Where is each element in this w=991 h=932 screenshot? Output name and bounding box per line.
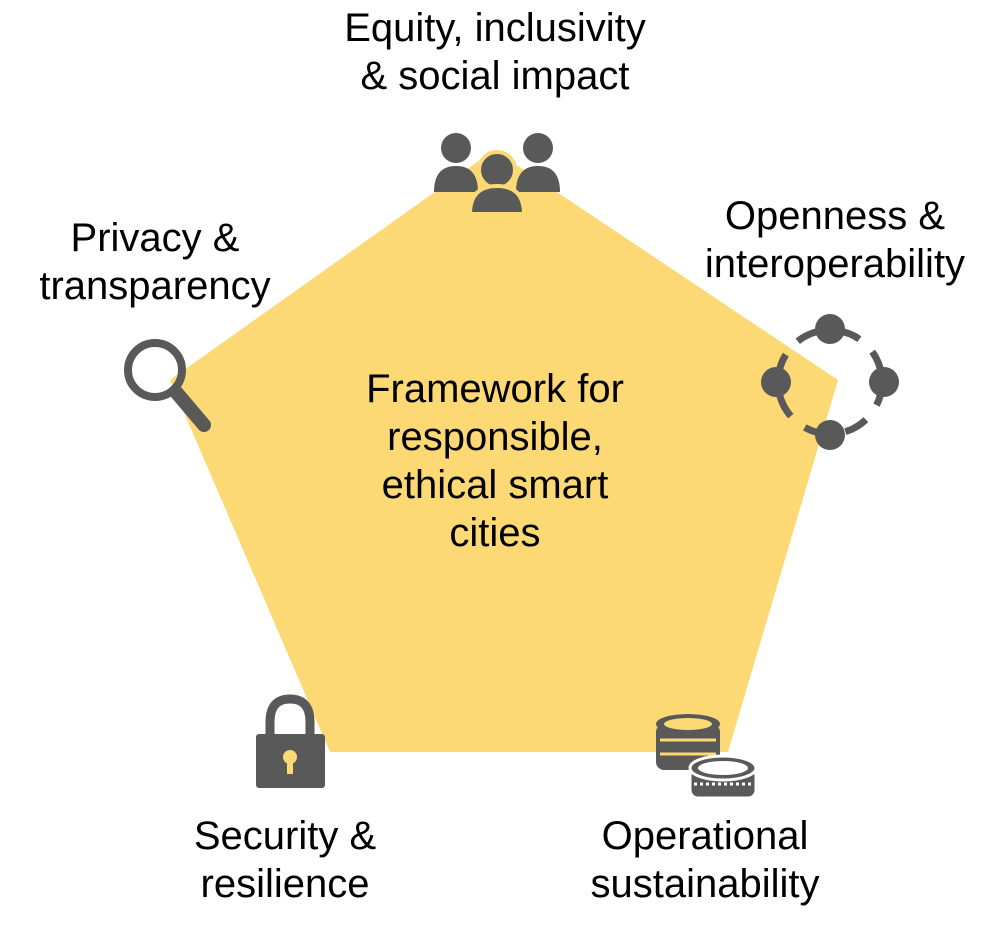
operational-label: Operational sustainability: [560, 812, 850, 908]
openness-label-line: Openness &: [724, 194, 946, 238]
privacy-label-line: Privacy &: [70, 216, 240, 260]
padlock-icon: [256, 694, 325, 788]
center-label-line: ethical smart: [381, 463, 609, 507]
coin-stacks-icon: [656, 714, 758, 800]
equity-label-line: Equity, inclusivity: [344, 6, 646, 50]
people-group-icon: [434, 133, 560, 216]
security-label: Security & resilience: [150, 812, 420, 908]
network-cycle-icon: [761, 314, 899, 450]
operational-label-line: Operational: [601, 814, 809, 858]
center-label-line: responsible,: [387, 415, 603, 459]
framework-pentagon: [170, 150, 838, 752]
privacy-label: Privacy & transparency: [10, 214, 300, 310]
openness-label: Openness & interoperability: [685, 192, 985, 288]
operational-label-line: sustainability: [590, 862, 820, 906]
security-label-line: Security &: [193, 814, 377, 858]
equity-label: Equity, inclusivity & social impact: [300, 4, 690, 100]
equity-label-line: & social impact: [360, 54, 630, 98]
openness-label-line: interoperability: [704, 242, 966, 286]
privacy-label-line: transparency: [39, 264, 271, 308]
center-label-line: cities: [449, 511, 541, 555]
center-label-line: Framework for: [366, 367, 624, 411]
security-label-line: resilience: [200, 862, 370, 906]
framework-center-label: Framework for responsible, ethical smart…: [330, 365, 660, 557]
magnifier-icon: [124, 339, 211, 432]
